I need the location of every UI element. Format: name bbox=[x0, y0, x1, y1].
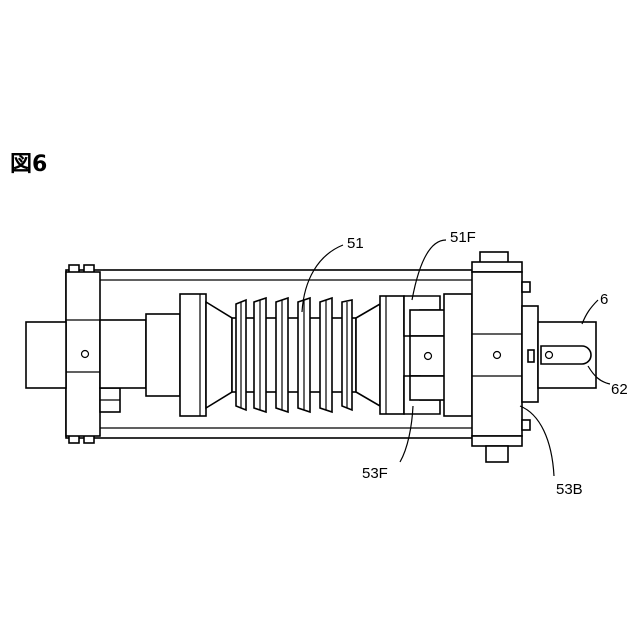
label-51: 51 bbox=[347, 235, 364, 252]
right-end-block bbox=[472, 252, 538, 462]
label-53B: 53B bbox=[556, 481, 583, 498]
label-51F: 51F bbox=[450, 229, 476, 246]
operating-rod bbox=[538, 322, 596, 388]
label-6: 6 bbox=[600, 291, 608, 308]
label-53F: 53F bbox=[362, 465, 388, 482]
label-62: 62 bbox=[611, 381, 628, 398]
right-flange bbox=[356, 296, 404, 414]
